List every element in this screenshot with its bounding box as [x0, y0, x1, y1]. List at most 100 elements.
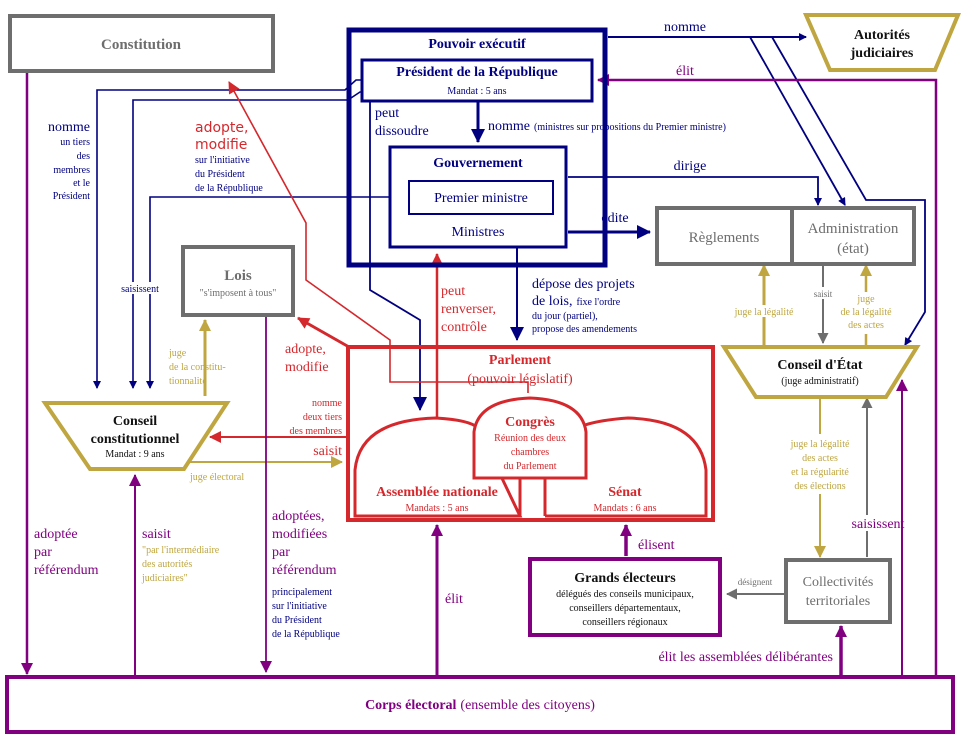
- label-nomme-cc-4: membres: [53, 165, 90, 176]
- arrow-elit-president: [597, 74, 938, 676]
- label-juge-legalite: juge la légalité: [734, 307, 794, 318]
- label-juge-coll-4: des élections: [794, 481, 845, 492]
- label-adopte-const-1: adopte,: [195, 120, 248, 136]
- corps-electoral-text: Corps électoral(ensemble des citoyens): [365, 698, 595, 713]
- label-designent: désignent: [738, 577, 773, 587]
- collectivites-line1: Collectivités: [803, 575, 874, 590]
- pouvoir-executif-node[interactable]: Pouvoir exécutif: [346, 27, 608, 268]
- conseil-etat-title: Conseil d'État: [777, 356, 863, 373]
- label-adoptees-ref-4: référendum: [272, 563, 337, 578]
- assemblee-mandate: Mandats : 5 ans: [405, 503, 468, 514]
- arrow-adopte-lois: [297, 316, 350, 349]
- label-juge-coll-3: et la régularité: [791, 467, 849, 478]
- gouvernement-node[interactable]: Gouvernement Premier ministre Ministres: [388, 145, 568, 249]
- reglements-title: Règlements: [689, 230, 760, 246]
- senat-mandate: Mandats : 6 ans: [593, 503, 656, 514]
- label-adoptees-ref-8: de la République: [272, 629, 340, 640]
- label-adoptee-ref-1: adoptée: [34, 527, 78, 542]
- constitution-title: Constitution: [101, 37, 182, 53]
- label-peut-renverser-2: renverser,: [441, 302, 496, 317]
- corps-electoral-title: Corps électoral: [365, 698, 456, 713]
- cc-mandate: Mandat : 9 ans: [105, 449, 164, 460]
- congres-line3: du Parlement: [503, 461, 556, 472]
- label-juge-coll-2: des actes: [802, 453, 838, 464]
- label-juge-electoral: juge électoral: [189, 472, 244, 483]
- line-nomme-conseil-etat: [771, 36, 926, 346]
- label-saisit-cc-3: des autorités: [142, 559, 192, 570]
- congres-line2: chambres: [511, 447, 549, 458]
- label-adopte-lois-1: adopte,: [285, 342, 326, 357]
- lois-node[interactable]: Lois "s'imposent à tous": [181, 245, 295, 317]
- label-adoptees-ref-5: principalement: [272, 587, 332, 598]
- label-adopte-const-5: de la République: [195, 183, 263, 194]
- president-node[interactable]: Président de la République Mandat : 5 an…: [360, 58, 594, 103]
- line-saisissent-cc-2: [146, 196, 410, 389]
- label-elit-an: élit: [445, 592, 463, 607]
- grands-electeurs-node[interactable]: Grands électeurs délégués des conseils m…: [528, 557, 722, 637]
- label-edite: édite: [601, 211, 628, 226]
- arrow-adopte-constitution: [228, 81, 529, 393]
- congres-line1: Réunion des deux: [494, 433, 566, 444]
- label-nomme-gouv: nomme(ministres sur propositions du Prem…: [488, 119, 726, 134]
- label-adopte-const-4: du Président: [195, 169, 245, 180]
- label-adoptees-ref-1: adoptées,: [272, 509, 324, 524]
- label-depose-4: propose des amendements: [532, 324, 637, 335]
- label-juge-const-3: tionnalité: [169, 376, 207, 387]
- label-juge-const-2: de la constitu-: [169, 362, 226, 373]
- edge-labels: nomme élit peut dissoudre nomme(ministre…: [34, 20, 905, 665]
- parlement-subtitle: (pouvoir législatif): [467, 372, 573, 387]
- label-juge-actes-2: de la légalité: [840, 307, 892, 318]
- label-saisit-cc-4: judiciaires": [141, 573, 188, 584]
- label-elit-president: élit: [676, 64, 694, 79]
- administration-node[interactable]: Administration (état): [790, 206, 916, 266]
- collectivites-node[interactable]: Collectivités territoriales: [784, 558, 892, 624]
- label-nomme-cc-3: des: [77, 151, 90, 162]
- label-nomme-2tiers-2: deux tiers: [303, 412, 342, 423]
- conseil-etat-node[interactable]: Conseil d'État (juge administratif): [720, 345, 921, 399]
- label-nomme-2tiers-3: des membres: [290, 426, 343, 437]
- label-dirige: dirige: [674, 159, 707, 174]
- cc-line2: constitutionnel: [91, 432, 180, 447]
- cc-line1: Conseil: [113, 414, 157, 429]
- label-elit-assemblees: élit les assemblées délibérantes: [658, 650, 833, 665]
- president-title: Président de la République: [396, 65, 557, 80]
- label-adoptee-ref-3: référendum: [34, 563, 99, 578]
- arrow-peut-dissoudre: [369, 102, 427, 411]
- label-adopte-lois-2: modifie: [285, 360, 329, 375]
- label-depose-2: de lois,fixe l'ordre: [532, 294, 621, 309]
- line-saisissent-cc-1: [129, 91, 362, 389]
- label-saisissent-left: saisissent: [121, 284, 159, 295]
- autorites-line1: Autorités: [854, 28, 911, 43]
- pouvoir-executif-title: Pouvoir exécutif: [428, 37, 526, 52]
- label-nomme-cc-5: et le: [73, 178, 90, 189]
- parlement-title: Parlement: [489, 353, 552, 368]
- grands-electeurs-title: Grands électeurs: [574, 571, 676, 586]
- label-peut-dissoudre-2: dissoudre: [375, 124, 429, 139]
- label-nomme-cc-2: un tiers: [60, 137, 90, 148]
- label-elisent: élisent: [638, 538, 675, 553]
- arrow-dirige: [568, 176, 822, 206]
- line-nomme-cc: [93, 79, 362, 389]
- parlement-node[interactable]: Parlement (pouvoir législatif): [346, 345, 715, 522]
- administration-line2: (état): [837, 241, 869, 257]
- label-adoptee-ref-2: par: [34, 545, 52, 560]
- premier-ministre-label: Premier ministre: [434, 191, 528, 206]
- constitution-node[interactable]: Constitution: [8, 14, 275, 73]
- conseil-constitutionnel-node[interactable]: Conseil constitutionnel Mandat : 9 ans: [41, 401, 231, 471]
- label-juge-actes-3: des actes: [848, 320, 884, 331]
- label-juge-actes-1: juge: [856, 294, 875, 305]
- gouvernement-title: Gouvernement: [433, 156, 523, 171]
- reglements-node[interactable]: Règlements: [655, 206, 794, 266]
- collectivites-line2: territoriales: [806, 594, 871, 609]
- congres-node[interactable]: Congrès Réunion des deux chambres du Par…: [472, 396, 588, 480]
- autorites-judiciaires-node[interactable]: Autorités judiciaires: [802, 13, 962, 72]
- label-peut-renverser-3: contrôle: [441, 320, 487, 335]
- label-saisit-cc-2: "par l'intermédiaire: [142, 545, 220, 556]
- senat-node[interactable]: Sénat Mandats : 6 ans: [545, 416, 708, 518]
- ministres-label: Ministres: [452, 225, 505, 240]
- president-mandate: Mandat : 5 ans: [447, 86, 506, 97]
- label-adopte-const-3: sur l'initiative: [195, 155, 250, 166]
- label-adopte-const-2: modifie: [195, 137, 247, 153]
- corps-electoral-node[interactable]: Corps électoral(ensemble des citoyens): [5, 675, 955, 734]
